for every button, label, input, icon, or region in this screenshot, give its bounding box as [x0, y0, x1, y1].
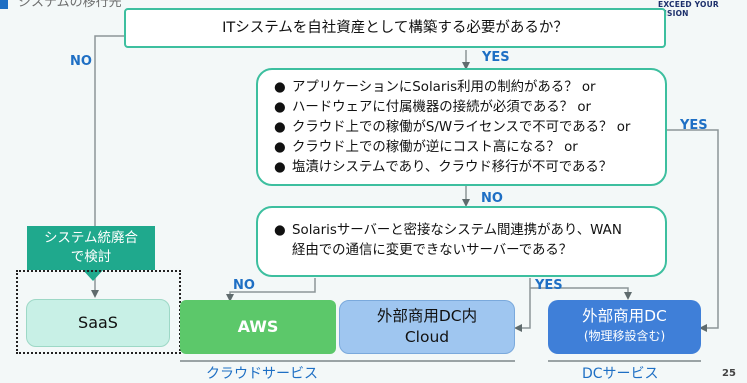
result-ext-cloud-box: 外部商用DC内 Cloud	[339, 300, 515, 354]
callout-pointer	[82, 269, 104, 281]
label-yes-bottom: YES	[535, 278, 563, 293]
result-ext-dc-box: 外部商用DC (物理移設含む)	[548, 300, 701, 354]
cloud-category-underline	[180, 360, 515, 362]
q2-item-1: ●アプリケーションにSolaris利用の制約がある？ or	[274, 80, 596, 95]
connector-yes-to-cloud	[514, 278, 531, 332]
callout-line-2: で検討	[70, 249, 112, 265]
q3-line-1: ●Solarisサーバーと密接なシステム間連携があり、WAN	[274, 223, 622, 238]
q2-item-3: ●クラウド上での稼働がS/Wライセンスで不可である？ or	[274, 120, 631, 135]
connector-yes-to-dc-bottom	[530, 287, 632, 300]
connector-no-to-aws	[226, 278, 316, 302]
page-number: 25	[722, 368, 736, 379]
label-no-bottom: NO	[233, 278, 255, 293]
result-ext-dc-line-1: 外部商用DC	[582, 307, 667, 325]
label-yes-top: YES	[482, 50, 510, 65]
header-accent-bar	[0, 0, 8, 9]
result-aws-box: AWS	[180, 300, 336, 354]
label-no-left: NO	[70, 54, 92, 69]
dc-category-label: DCサービス	[582, 366, 659, 382]
label-yes-right: YES	[680, 118, 708, 133]
question-1-text: ITシステムを自社資産として構築する必要があるか？	[222, 20, 568, 36]
result-aws-label: AWS	[237, 317, 279, 336]
callout-line-1: システム統廃合	[43, 230, 139, 246]
callout-consolidation: システム統廃合 で検討	[27, 226, 155, 270]
result-ext-cloud-line-2: Cloud	[404, 328, 450, 346]
question-1-box: ITシステムを自社資産として構築する必要があるか？	[124, 8, 666, 48]
q3-line-2: 経由での通信に変更できないサーバーである？	[292, 243, 573, 258]
result-saas-label: SaaS	[78, 313, 118, 332]
result-ext-cloud-line-1: 外部商用DC内	[376, 307, 478, 325]
cloud-category-label: クラウドサービス	[206, 366, 318, 382]
question-2-box: ●アプリケーションにSolaris利用の制約がある？ or ●ハードウェアに付属…	[256, 68, 667, 186]
result-saas-box: SaaS	[26, 299, 170, 347]
header-title-partial: ジステムの移行先	[18, 0, 122, 10]
brand-tagline: EXCEED YOUR VISION	[658, 0, 719, 18]
dc-category-underline	[548, 360, 701, 362]
label-no-mid: NO	[481, 191, 503, 206]
connector-yes-to-dc	[667, 129, 719, 332]
question-3-box: ●Solarisサーバーと密接なシステム間連携があり、WAN 経由での通信に変更…	[256, 206, 667, 277]
q2-item-2: ●ハードウェアに付属機器の接続が必須である？ or	[274, 100, 592, 115]
q2-item-4: ●クラウド上での稼働が逆にコスト高になる？ or	[274, 140, 578, 155]
q2-item-5: ●塩漬けシステムであり、クラウド移行が不可である？	[274, 160, 613, 175]
result-ext-dc-line-2: (物理移設含む)	[583, 329, 666, 343]
connector-no-to-saas	[91, 35, 124, 298]
